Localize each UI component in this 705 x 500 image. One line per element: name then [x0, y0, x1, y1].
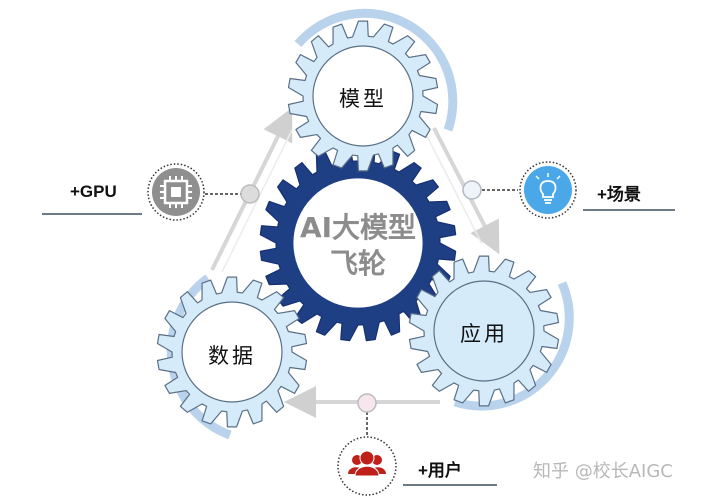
scenario-label: +场景 — [597, 185, 641, 204]
center-title-line1: AI大模型 — [299, 211, 417, 244]
users-node — [357, 393, 377, 413]
gpu-label: +GPU — [70, 182, 117, 201]
gpu-node — [240, 184, 260, 204]
scenario-node — [462, 180, 482, 200]
users-label: +用户 — [418, 461, 462, 480]
gear-label-model: 模型 — [339, 87, 387, 111]
users-icon — [337, 436, 397, 496]
gear-model — [287, 20, 439, 172]
gear-application — [408, 255, 560, 407]
users-underline — [403, 484, 497, 486]
gear-label-data: 数据 — [208, 344, 256, 368]
center-title: AI大模型 飞轮 — [288, 210, 428, 282]
gpu-underline — [42, 213, 142, 215]
lightbulb-icon — [519, 161, 577, 219]
chip-icon — [147, 163, 205, 221]
center-title-line2: 飞轮 — [329, 247, 386, 280]
model-arc — [294, 8, 458, 132]
gear-label-application: 应用 — [460, 322, 508, 346]
gear-data — [156, 276, 308, 428]
center-gear — [259, 144, 457, 342]
scenario-underline — [583, 209, 675, 211]
watermark: 知乎 @校长AIGC — [533, 461, 673, 482]
